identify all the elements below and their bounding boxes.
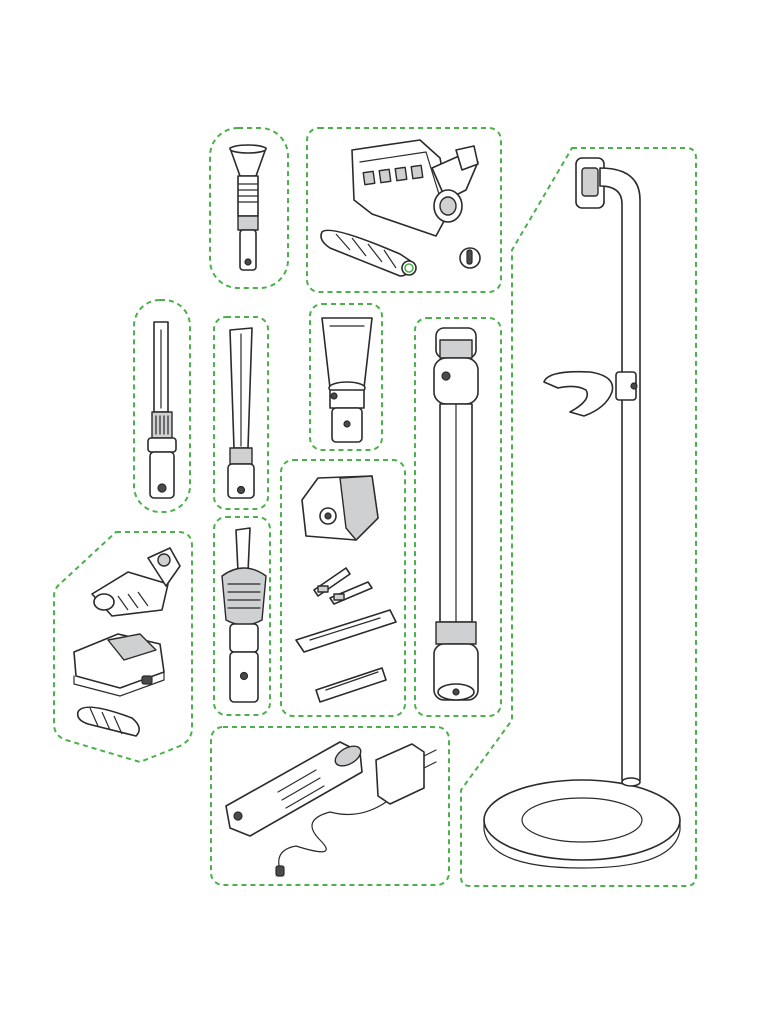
screws-and-anchors	[313, 567, 373, 605]
end-cap	[459, 247, 481, 269]
motorized-floor-head	[351, 139, 479, 237]
group-outline-nozzle	[209, 127, 289, 289]
adhesive-strips	[315, 667, 387, 703]
group-outline-dusting-brush	[213, 516, 271, 716]
dusting-brush-tool	[221, 527, 267, 703]
mattress-tool	[73, 633, 165, 697]
group-outline-battery-charger	[210, 726, 450, 886]
crevice-tool	[227, 327, 255, 499]
battery-pack	[225, 741, 363, 837]
mini-brush-roll	[76, 706, 140, 737]
wall-mount-dock	[301, 475, 379, 541]
drilling-template	[295, 609, 397, 653]
wide-nozzle	[321, 317, 373, 443]
tapered-nozzle	[229, 144, 267, 271]
group-outline-wide-nozzle	[309, 303, 383, 451]
extension-tube	[433, 327, 479, 701]
group-outline-crevice-brush	[133, 299, 191, 513]
group-outline-stand	[460, 147, 697, 887]
crevice-tool-with-brush	[147, 321, 177, 499]
floor-stand	[483, 157, 681, 869]
group-outline-wall-mount	[280, 459, 406, 717]
charger-adapter	[275, 743, 437, 877]
group-outline-extension-tube	[414, 317, 502, 717]
group-outline-floor-head	[306, 127, 502, 293]
brush-roll	[320, 229, 417, 277]
mini-motorized-head	[91, 547, 181, 617]
